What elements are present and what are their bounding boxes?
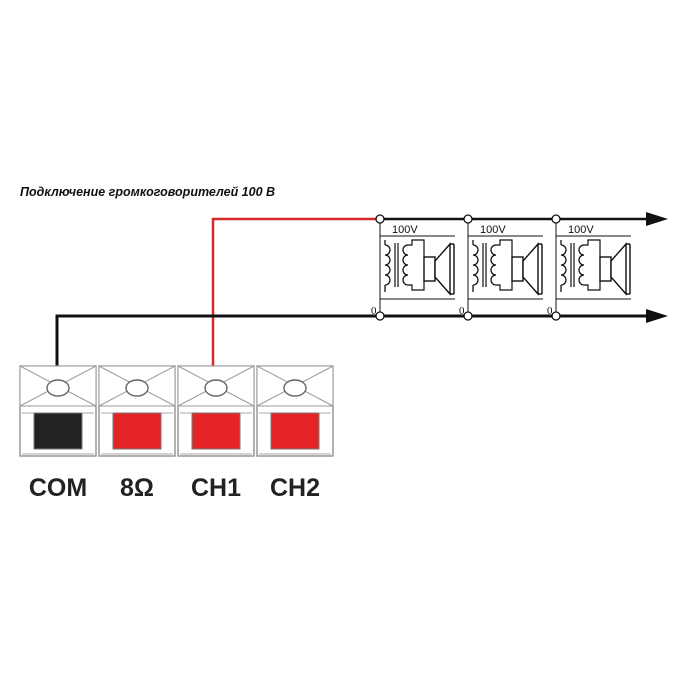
arrow-right-icon <box>646 309 668 323</box>
speaker-group: 100V 0 100V 0 100V 0 <box>371 214 631 321</box>
arrow-right-icon <box>646 212 668 226</box>
terminal-button <box>270 412 320 450</box>
coil-lead <box>584 239 601 258</box>
tap-label-zero: 0 <box>459 305 465 317</box>
terminal-button <box>33 412 83 450</box>
tap-label-100v: 100V <box>568 224 594 236</box>
terminal-label: COM <box>29 474 87 502</box>
junction-terminal-top <box>463 214 473 224</box>
terminal-button <box>112 412 162 450</box>
diagram-title: Подключение громкоговорителей 100 В <box>20 185 276 199</box>
junction-terminal-bottom <box>551 311 561 321</box>
transformer-primary-coil <box>384 244 391 286</box>
terminal-1: 8Ω <box>98 365 176 502</box>
screw-icon <box>125 379 149 397</box>
coil-lead <box>496 239 513 258</box>
transformer-primary-coil <box>472 244 479 286</box>
junction-terminal-bottom <box>463 311 473 321</box>
junction-terminal-top <box>375 214 385 224</box>
junction-terminal-bottom <box>375 311 385 321</box>
terminal-0: COM <box>19 365 97 502</box>
speaker-icon <box>434 242 451 296</box>
common-wire <box>55 314 648 386</box>
screw-icon <box>283 379 307 397</box>
terminal-label: CH1 <box>191 474 241 502</box>
tap-label-zero: 0 <box>547 305 553 317</box>
screw-icon <box>204 379 228 397</box>
terminal-3: CH2 <box>256 365 334 502</box>
speaker-unit: 100V 0 <box>459 214 543 321</box>
transformer-primary-coil <box>560 244 567 286</box>
coil-lead <box>408 239 425 258</box>
junction-terminal-top <box>551 214 561 224</box>
speaker-magnet <box>599 256 612 282</box>
terminal-button <box>191 412 241 450</box>
speaker-icon <box>610 242 627 296</box>
coil-lead <box>496 280 513 291</box>
speaker-icon <box>522 242 539 296</box>
tap-label-zero: 0 <box>371 305 377 317</box>
speaker-unit: 100V 0 <box>371 214 455 321</box>
screw-icon <box>46 379 70 397</box>
terminal-label: 8Ω <box>120 474 154 502</box>
speaker-magnet <box>511 256 524 282</box>
transformer-secondary-coil <box>402 244 409 286</box>
coil-lead <box>584 280 601 291</box>
transformer-secondary-coil <box>490 244 497 286</box>
transformer-secondary-coil <box>578 244 585 286</box>
coil-lead <box>408 280 425 291</box>
speaker-magnet <box>423 256 436 282</box>
terminal-label: CH2 <box>270 474 320 502</box>
tap-label-100v: 100V <box>480 224 506 236</box>
terminal-block: COM 8Ω CH1 CH2 <box>19 365 334 502</box>
tap-label-100v: 100V <box>392 224 418 236</box>
signal-wire <box>211 217 380 386</box>
speaker-unit: 100V 0 <box>547 214 631 321</box>
terminal-2: CH1 <box>177 365 255 502</box>
